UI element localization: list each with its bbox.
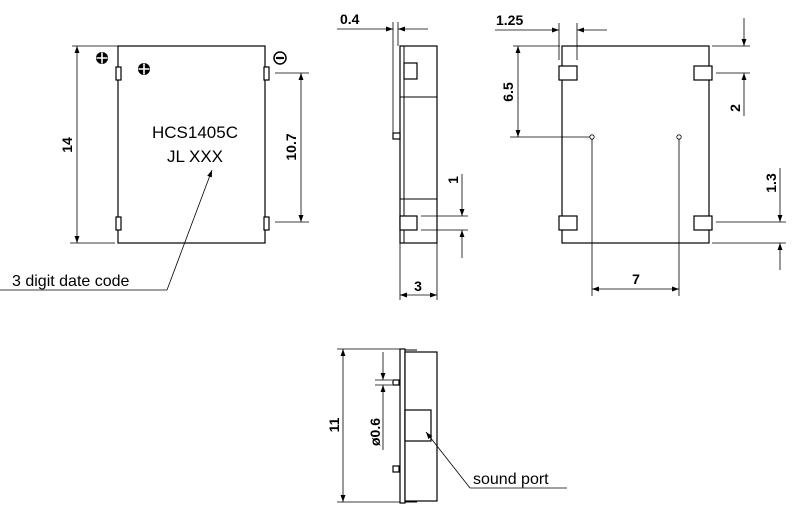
pad-offset-dimension: 2: [727, 104, 743, 112]
hole-spacing-dimension: 7: [632, 271, 640, 287]
hole-offset-dimension: 6.5: [500, 82, 516, 102]
pad: [693, 215, 713, 231]
pad: [115, 216, 122, 231]
tab: [399, 215, 418, 231]
pad: [263, 66, 270, 81]
negative-terminal-icon: [273, 51, 287, 65]
pad: [693, 65, 713, 81]
date-code-label: 3 digit date code: [12, 273, 130, 290]
terminal-tip: [392, 465, 400, 473]
terminal-thickness-dimension: 0.4: [340, 11, 360, 27]
pad-bottom-dimension: 1.3: [763, 173, 779, 193]
end-view: 11 ø0.6 sound port: [326, 348, 567, 504]
positive-terminal-icon: [96, 52, 108, 64]
sound-port: [404, 409, 432, 442]
pad: [115, 66, 122, 81]
height-dimension: 11: [326, 417, 342, 432]
front-view: HCS1405C JL XXX 14 10.7 3 digit date cod…: [0, 45, 309, 291]
part-number: HCS1405C: [152, 123, 238, 142]
terminal-tip: [392, 132, 401, 140]
pad: [558, 215, 578, 231]
depth-dimension: 3: [414, 278, 422, 294]
pad-spacing-dimension: 10.7: [283, 133, 299, 160]
pad-width-dimension: 1: [445, 176, 461, 184]
pad: [558, 65, 578, 81]
bottom-view: 7 6.5 1.25 2 1.3: [495, 12, 786, 296]
end-plate: [399, 348, 406, 504]
height-dimension: 14: [59, 137, 75, 153]
tab: [403, 62, 418, 80]
terminal-tip: [392, 379, 400, 386]
sound-port-label: sound port: [473, 471, 549, 488]
bottom-body: [561, 45, 710, 244]
pad: [263, 216, 270, 231]
positive-polarity-icon: [138, 63, 150, 75]
port-diameter-dimension: ø0.6: [367, 418, 383, 446]
pad-width-dimension: 1.25: [496, 12, 523, 28]
side-body: [399, 45, 438, 244]
date-code-marking: JL XXX: [167, 147, 223, 166]
front-body: [117, 45, 266, 244]
side-view: 0.4 1 3: [337, 11, 468, 300]
